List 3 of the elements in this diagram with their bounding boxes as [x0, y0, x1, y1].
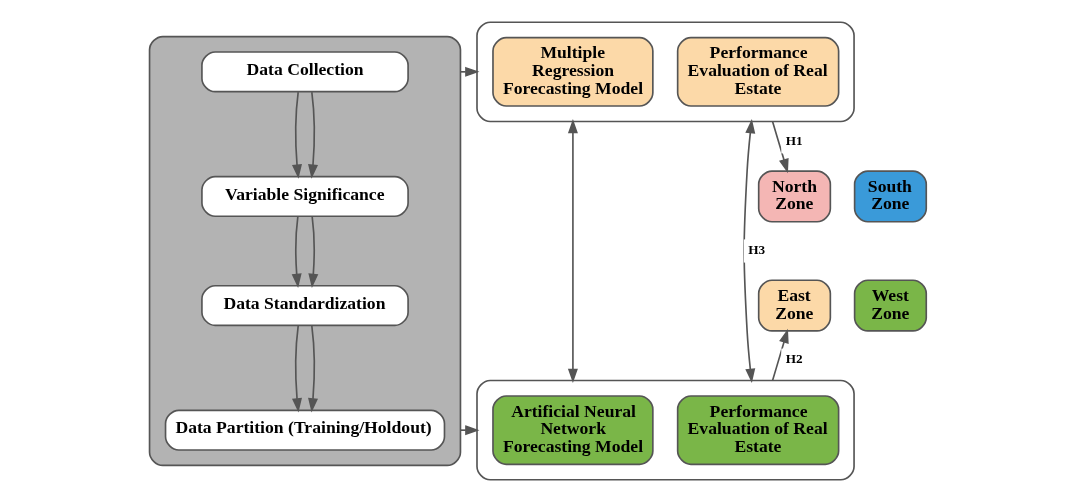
edge-label: H1 [785, 132, 803, 148]
edge-label: H2 [785, 350, 803, 366]
edge-label: H3 [748, 241, 766, 257]
